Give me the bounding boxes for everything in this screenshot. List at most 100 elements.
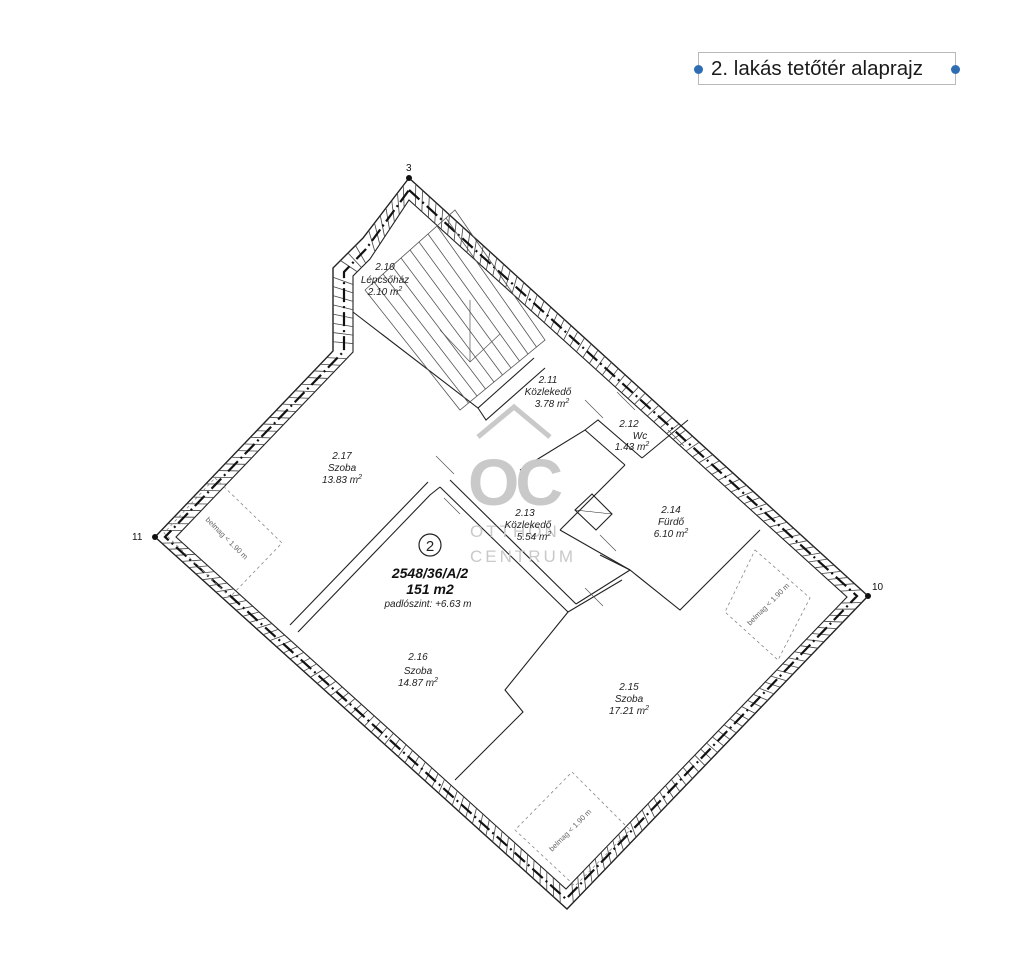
room-name: Szoba [404,666,433,677]
wall-hatch-tick [460,227,464,247]
room-name: Fürdő [658,517,685,528]
axis-line [163,188,859,901]
wall-hatch-tick [368,230,376,252]
wall-hatch-tick [685,441,700,452]
apartment-number: 2 [426,538,434,555]
room-area: 5.54 m2 [517,531,552,543]
stair-tread [373,281,469,404]
stair-tread [436,225,529,355]
corner-markers: 3 10 11 [132,163,884,599]
wall-hatch-tick [821,571,842,575]
room-area: 6.10 m2 [654,528,689,540]
room-id: 2.14 [660,505,681,516]
wall-hatch-tick [421,190,423,212]
title-left-dot [694,65,703,74]
corner-label-3: 3 [406,163,412,174]
wall-hatch-tick [737,491,754,499]
stair-tread [382,273,478,397]
watermark-roof-icon [476,403,552,439]
wall-hatch-tick [823,620,843,623]
wall-hatch-tick [614,374,626,388]
wall-hatch-tick [634,392,646,405]
wall-hatch-tick [759,687,775,695]
wall-hatch-tick [347,252,362,268]
wall-hatch-tick [343,698,356,709]
room-area: 14.87 m2 [398,677,438,689]
wall-hatch-tick [195,571,215,574]
wall-hatch-tick [473,239,477,259]
wall-hatch-tick [451,790,458,806]
room-id: 2.16 [407,652,428,663]
interior-walls [289,311,761,781]
wall-hatch-tick [582,343,592,358]
room-id: 2.11 [538,375,558,386]
wall-hatch-tick [808,558,828,563]
wall-hatch-tick [397,192,400,215]
staircase [364,209,546,411]
corner-label-10: 10 [872,582,884,593]
wall-hatch-tick [263,423,284,426]
wall-hatch-tick [458,796,465,812]
wall-hatch-tick [397,744,407,757]
door-marks [435,391,685,607]
watermark-line2: CENTRUM [470,547,576,566]
title-right-dot [951,65,960,74]
wall-hatch-tick [576,337,585,352]
room-id: 2.15 [618,682,639,693]
watermark: OC OTTHON CENTRUM [468,403,576,566]
apartment-size: 151 m2 [406,581,454,597]
room-2-10: 2.10 Lépcsőház 2.10 m2 [361,262,409,298]
room-name: Közlekedő [505,520,552,531]
room-id: 2.10 [374,262,395,273]
room-labels: 2.10 Lépcsőház 2.10 m2 2.11 Közlekedő 3.… [322,262,688,717]
wall-hatch-tick [723,724,737,734]
room-2-15: 2.15 Szoba 17.21 m2 [609,682,649,717]
wall-hatch-tick [840,589,862,592]
stair-tread [409,249,503,376]
room-name: Közlekedő [525,387,572,398]
room-2-14: 2.14 Fürdő 6.10 m2 [654,505,689,540]
wall-hatch-tick [310,669,324,678]
room-name: Wc [633,431,647,442]
room-id: 2.13 [514,508,535,519]
wall-hatch-tick [594,858,599,877]
wall-hatch-tick [750,503,767,510]
height-note-bottom: belmag < 1.90 m [547,807,593,853]
wall-hatch-tick [583,870,587,890]
wall-hatch-tick [524,288,531,306]
apartment-floor-level: padlószint: +6.63 m [384,599,472,610]
stair-tread [391,265,486,390]
wall-hatch-tick [627,386,639,399]
room-id: 2.17 [331,451,352,462]
corner-label-11: 11 [132,532,143,543]
wall-hatch-tick [563,325,572,341]
wall-hatch-tick [294,390,316,393]
room-2-12: 2.12 Wc 1.43 m2 [615,419,650,453]
wall-hatch-tick [788,657,806,662]
plan-title-box: 2. lakás tetőtér alaprajz [694,52,960,85]
wall-hatch-tick [706,742,718,753]
wall-hatch-tick [641,809,649,825]
wall-hatch-tick [438,779,445,794]
wall-hatch-tick [250,436,271,439]
room-area: 1.43 m2 [615,441,650,453]
wall-hatch-tick [577,876,580,896]
low-ceiling-zones [163,477,811,887]
room-name: Szoba [328,463,357,474]
room-area: 17.21 m2 [609,705,649,717]
height-note-right: belmag < 1.90 m [745,581,791,627]
room-name: Szoba [615,694,644,705]
corner-dot-11 [152,534,158,540]
wall-hatch-tick [512,842,516,861]
watermark-line1: OTTHON [470,522,560,541]
wall-hatch-tick [788,540,808,545]
wall-hatch-tick [526,854,529,873]
wall-hatch-tick [805,639,825,643]
watermark-logo: OC [468,445,561,519]
outer-wall [153,176,870,910]
room-2-11: 2.11 Közlekedő 3.78 m2 [525,375,572,410]
wall-hatch-tick [801,552,821,557]
wall-hatch-tick [659,791,668,805]
stair-tread [418,241,512,369]
